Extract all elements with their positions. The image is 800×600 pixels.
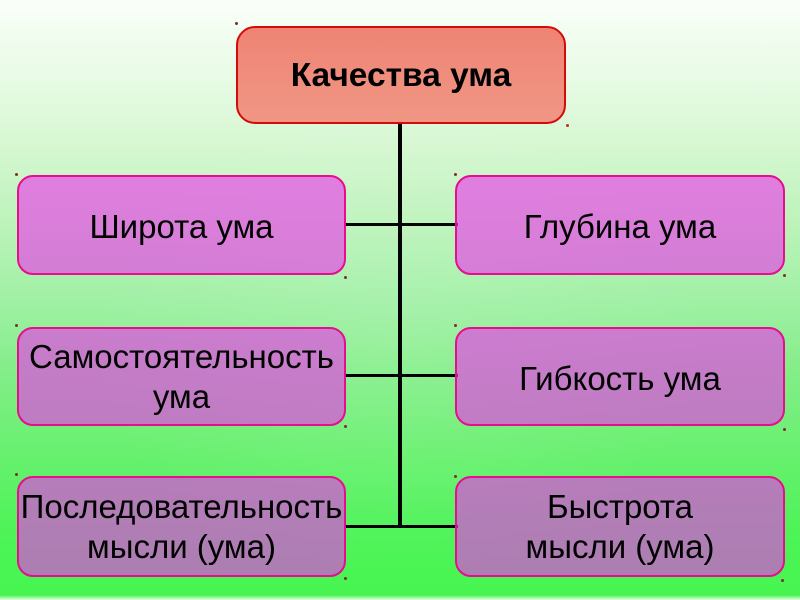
diagram-node-samostoyatelnost-uma-label: Самостоятельность ума [29,337,334,415]
anchor-dot [344,276,347,279]
connector-vertical-trunk [398,121,402,528]
anchor-dot [344,577,347,580]
connector-row-2 [344,373,458,377]
diagram-node-bystrota-mysli-label: Быстрота мысли (ума) [525,487,715,565]
diagram-node-glubina-uma-label: Глубина ума [523,208,717,245]
anchor-dot [454,173,457,176]
anchor-dot [15,473,18,476]
anchor-dot [783,274,786,277]
anchor-dot [15,324,18,327]
anchor-dot [235,22,238,25]
anchor-dot [566,124,569,127]
anchor-dot [454,475,457,478]
anchor-dot [344,425,347,428]
diagram-node-gibkost-uma-label: Гибкость ума [519,359,721,397]
diagram-node-samostoyatelnost-uma[interactable]: Самостоятельность ума [17,327,346,426]
diagram-node-title[interactable]: Качества ума [236,26,566,124]
diagram-node-title-label: Качества ума [290,56,512,94]
diagram-node-shirota-uma-label: Широта ума [89,208,274,245]
anchor-dot [454,324,457,327]
diagram-node-posledovatelnost-mysli-label: Последовательность мысли (ума) [20,487,343,565]
diagram-node-glubina-uma[interactable]: Глубина ума [455,175,785,275]
diagram-node-posledovatelnost-mysli[interactable]: Последовательность мысли (ума) [17,476,346,577]
diagram-node-gibkost-uma[interactable]: Гибкость ума [455,327,785,426]
anchor-dot [15,173,18,176]
diagram-node-shirota-uma[interactable]: Широта ума [17,175,346,275]
connector-row-1 [344,222,458,226]
anchor-dot [781,579,784,582]
diagram-node-bystrota-mysli[interactable]: Быстрота мысли (ума) [455,476,785,577]
anchor-dot [783,428,786,431]
connector-row-3 [344,524,458,528]
